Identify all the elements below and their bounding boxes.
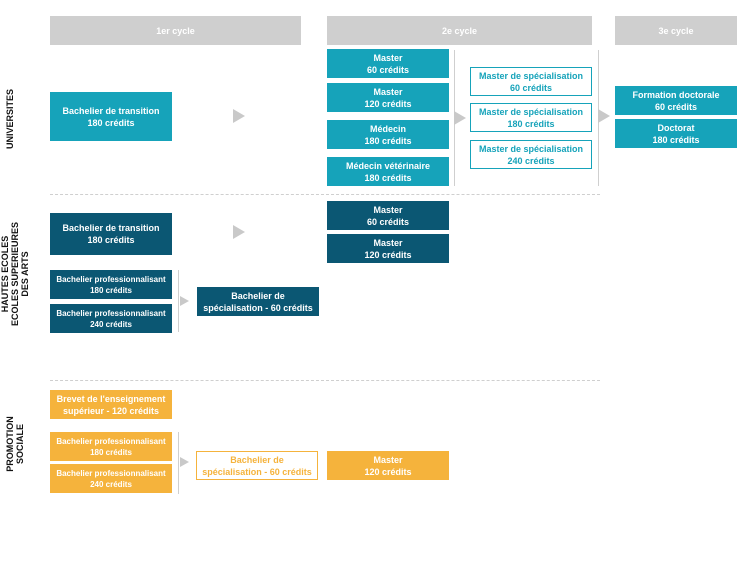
arrow-right-icon bbox=[180, 296, 189, 306]
header-3e-cycle: 3e cycle bbox=[615, 16, 737, 45]
arrow-right-icon bbox=[454, 111, 466, 125]
header-2e-cycle: 2e cycle bbox=[327, 16, 592, 45]
section-label-universites: UNIVERSITES bbox=[5, 89, 15, 150]
arrow-right-icon bbox=[598, 109, 610, 123]
section-label-hautes-ecoles: HAUTES ECOLES ECOLES SUPERIEURES DES ART… bbox=[0, 221, 30, 327]
header-1er-cycle: 1er cycle bbox=[50, 16, 301, 45]
arrow-right-icon bbox=[233, 225, 245, 239]
arrow-right-icon bbox=[233, 109, 245, 123]
connector-line bbox=[178, 270, 179, 332]
section-divider bbox=[50, 194, 600, 195]
connector-line bbox=[178, 432, 179, 494]
section-label-promotion-sociale: PROMOTION SOCIALE bbox=[5, 416, 25, 472]
arrow-right-icon bbox=[180, 457, 189, 467]
section-divider bbox=[50, 380, 600, 381]
